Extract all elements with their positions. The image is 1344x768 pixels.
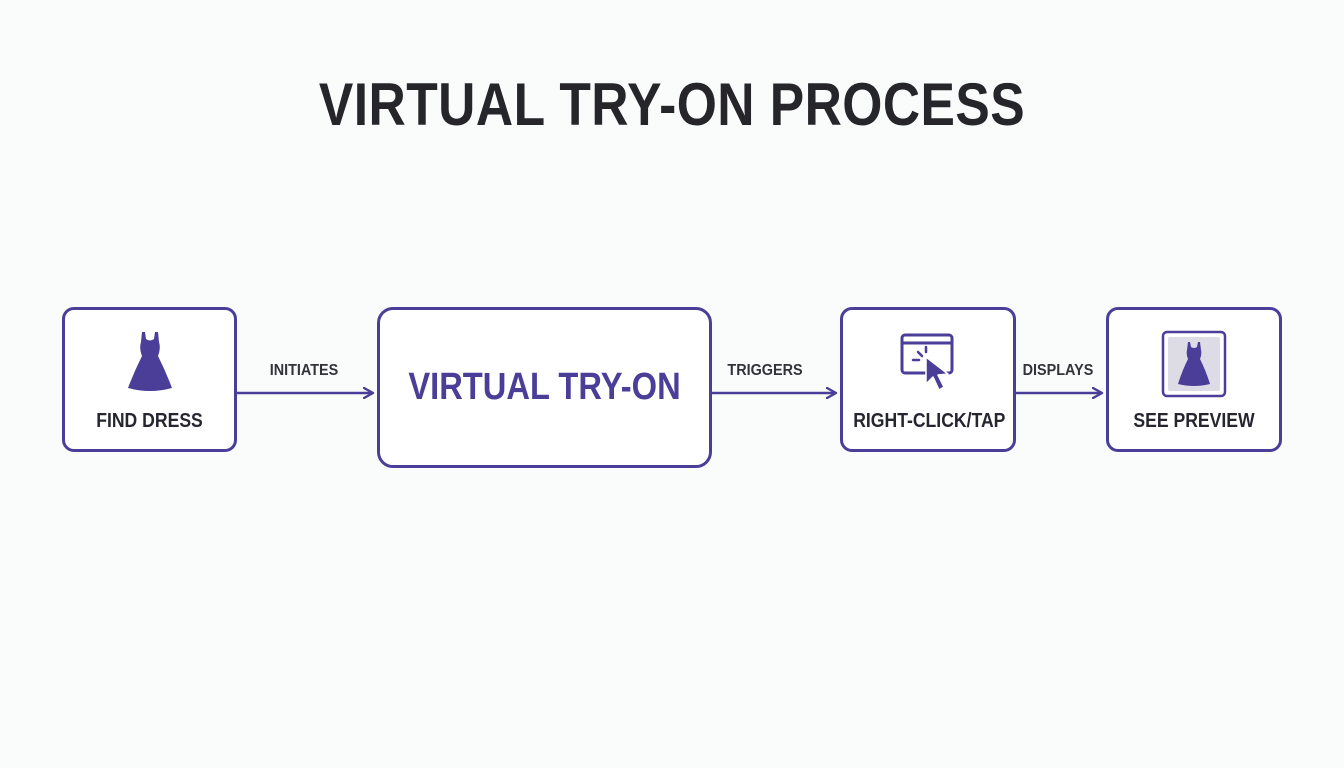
edge-label-initiates: INITIATES [269, 362, 339, 379]
node-label-right-click-tap: RIGHT-CLICK/TAP [853, 410, 1006, 432]
dress-preview-icon [1161, 330, 1227, 398]
node-see-preview: SEE PREVIEW [1106, 307, 1282, 452]
dress-icon [127, 332, 172, 391]
diagram-title: VIRTUAL TRY-ON PROCESS [318, 71, 1026, 138]
node-label-find-dress: FIND DRESS [96, 410, 203, 432]
edge-label-displays: DISPLAYS [1022, 362, 1094, 379]
node-find-dress: FIND DRESS [62, 307, 237, 452]
node-label-virtual-try-on: VIRTUAL TRY-ON [408, 366, 681, 408]
cursor-click-icon [900, 333, 954, 391]
node-virtual-try-on: VIRTUAL TRY-ON [377, 307, 712, 468]
node-right-click-tap: RIGHT-CLICK/TAP [840, 307, 1016, 452]
node-label-see-preview: SEE PREVIEW [1133, 410, 1255, 432]
edge-label-triggers: TRIGGERS [727, 362, 803, 379]
